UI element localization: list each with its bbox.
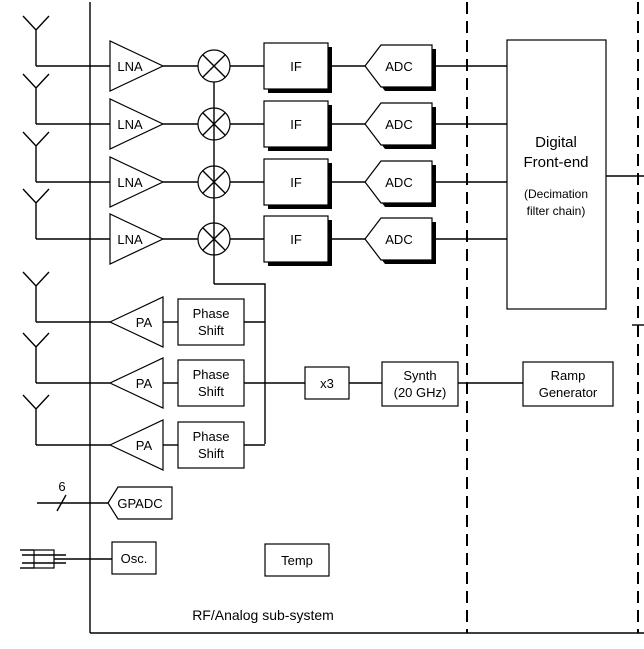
lna-amplifier	[109, 40, 165, 92]
adc-label: ADC	[385, 59, 412, 74]
phase-shift-block	[177, 421, 245, 469]
phase-shift-label-line1: Phase	[193, 306, 230, 321]
if-label: IF	[290, 175, 302, 190]
if-label: IF	[290, 59, 302, 74]
if-block	[263, 42, 329, 90]
tx-antenna-icon	[22, 332, 50, 383]
if-label: IF	[290, 117, 302, 132]
crystal-body	[33, 549, 55, 569]
dfe-label-line4: filter chain)	[527, 204, 586, 218]
rx-chains: LNA IF ADC LNA IF ADC LNA IF ADC LNA IF ADC	[22, 15, 507, 266]
rx-antenna-icon	[22, 131, 50, 182]
phase-shift-label-line1: Phase	[193, 429, 230, 444]
rx-antenna-icon	[22, 73, 50, 124]
rx-chain-3: LNA IF ADC	[22, 131, 507, 209]
synth-label-line1: Synth	[403, 368, 436, 383]
osc-block	[111, 541, 157, 575]
rx-antenna-icon	[22, 15, 50, 66]
if-block	[263, 158, 329, 206]
synth-block	[381, 361, 459, 407]
if-label: IF	[290, 232, 302, 247]
if-block	[263, 100, 329, 148]
subsystem-frame	[89, 2, 644, 634]
rx-chain-2: LNA IF ADC	[22, 73, 507, 151]
adc-label: ADC	[385, 232, 412, 247]
gpadc-label: GPADC	[117, 496, 162, 511]
if-block	[263, 215, 329, 263]
osc-label: Osc.	[121, 551, 148, 566]
phase-shift-label-line2: Shift	[198, 323, 224, 338]
pa-label: PA	[136, 376, 153, 391]
mixer-cross	[202, 54, 226, 78]
pa-label: PA	[136, 438, 153, 453]
dfe-label-line1: Digital	[535, 134, 577, 151]
synth-label-line2: (20 GHz)	[394, 385, 447, 400]
phase-shift-label-line2: Shift	[198, 384, 224, 399]
lna-label: LNA	[117, 59, 143, 74]
lna-label: LNA	[117, 175, 143, 190]
lna-label: LNA	[117, 117, 143, 132]
lna-amplifier	[109, 98, 165, 150]
pa-label: PA	[136, 315, 153, 330]
bus-slash	[56, 494, 67, 512]
digital-front-end-block	[506, 39, 607, 310]
lna-amplifier	[109, 213, 165, 265]
tx-antenna-icon	[22, 394, 50, 445]
subsystem-label: RF/Analog sub-system	[192, 607, 334, 623]
rx-chain-1: LNA IF ADC	[22, 15, 507, 93]
tx-antenna-icon	[22, 271, 50, 322]
temp-block	[264, 543, 330, 577]
multiplier-label: x3	[320, 376, 334, 391]
adc-label: ADC	[385, 175, 412, 190]
ramp-label-line2: Generator	[539, 385, 598, 400]
dfe-label-line2: Front-end	[523, 154, 588, 171]
phase-shift-label-line1: Phase	[193, 367, 230, 382]
lna-amplifier	[109, 156, 165, 208]
ramp-generator-block	[522, 361, 614, 407]
bus-width-label: 6	[58, 479, 65, 494]
rx-chain-4: LNA IF ADC	[22, 188, 507, 266]
ramp-label-line1: Ramp	[551, 368, 586, 383]
phase-shift-block	[177, 298, 245, 346]
temp-label: Temp	[281, 553, 313, 568]
adc-label: ADC	[385, 117, 412, 132]
lo-feed-line	[214, 283, 266, 444]
rx-antenna-icon	[22, 188, 50, 239]
gpadc-block	[107, 486, 173, 520]
dfe-label-line3: (Decimation	[524, 187, 588, 201]
phase-shift-label-line2: Shift	[198, 446, 224, 461]
lna-label: LNA	[117, 232, 143, 247]
